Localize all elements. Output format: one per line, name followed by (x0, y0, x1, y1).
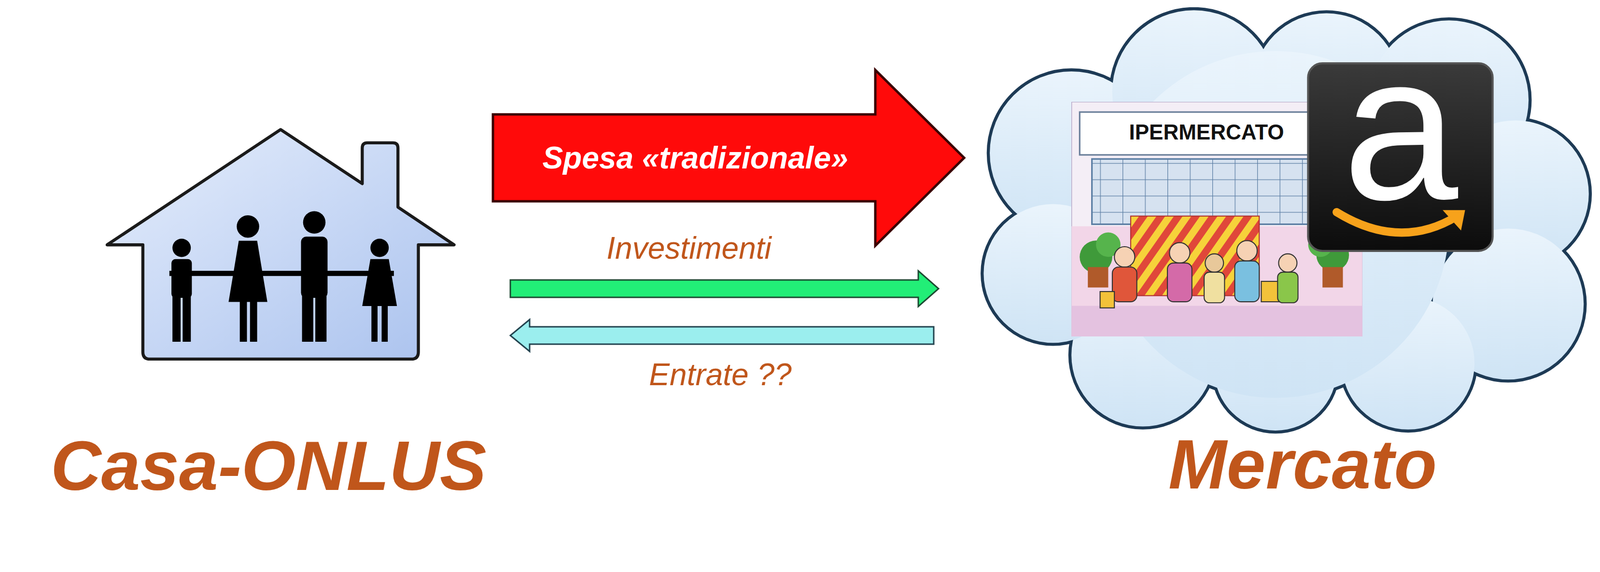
investment-arrow (510, 270, 939, 307)
house-outline (107, 129, 455, 360)
house-illustration (45, 120, 493, 372)
income-arrow (510, 319, 934, 352)
spending-arrow (492, 70, 965, 246)
arrow-label: Entrate ?? (648, 356, 792, 394)
node-label: Mercato (1168, 422, 1437, 507)
house-node: Casa-ONLUS (45, 120, 493, 517)
arrow-label: Investimenti (606, 229, 772, 267)
cloud-outline (983, 10, 1589, 431)
amazon-smile (1336, 212, 1458, 233)
market-cloud: Mercato (980, 7, 1597, 520)
node-label: a (1305, 69, 1495, 185)
amazon-smile-head (1442, 210, 1465, 231)
node-label: Casa-ONLUS (50, 423, 487, 508)
shoppers (1100, 240, 1299, 308)
family-figures (169, 210, 397, 342)
arrow-label: Spesa «tradizionale» (542, 139, 848, 177)
cloud-fill (983, 10, 1589, 431)
node-label: IPERMERCATO (1080, 116, 1333, 149)
amazon-box: a (1305, 61, 1497, 253)
